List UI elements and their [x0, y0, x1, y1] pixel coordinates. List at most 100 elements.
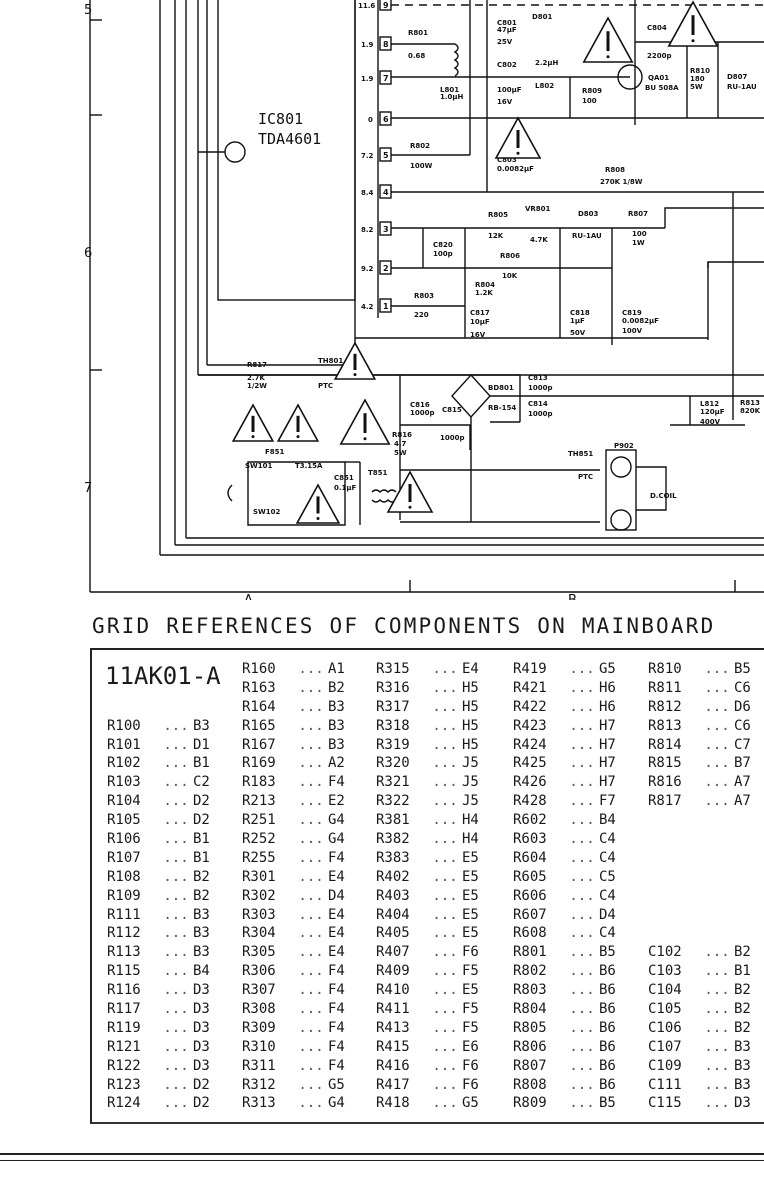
grid-row-labels: 5 6 7 A B	[84, 3, 577, 600]
grid-ref: H5	[462, 736, 479, 753]
pin-number: 7	[383, 74, 389, 83]
component-ref: R423	[513, 717, 547, 734]
leader-dots: ...	[704, 717, 730, 734]
pin-number: 8	[383, 40, 389, 49]
table-row: R413...F5	[376, 1019, 492, 1038]
warning-triangle-icon	[667, 0, 719, 47]
component-ref: R605	[513, 868, 547, 885]
component-ref: R318	[376, 717, 410, 734]
leader-dots: ...	[569, 679, 595, 696]
table-row: R603...C4	[513, 830, 629, 849]
component-ref: R163	[242, 679, 276, 696]
leader-dots	[159, 660, 193, 679]
grid-ref: J5	[462, 774, 479, 791]
component-ref: C104	[648, 982, 682, 999]
table-row: R816...A7	[648, 773, 764, 792]
grid-ref: D2	[193, 793, 210, 810]
component-ref: R811	[648, 679, 682, 696]
leader-dots: ...	[432, 982, 458, 999]
grid-ref: C7	[734, 736, 751, 753]
leader-dots	[700, 906, 734, 925]
leader-dots: ...	[298, 868, 324, 885]
grid-ref: E5	[462, 906, 479, 923]
table-row: R418...G5	[376, 1094, 492, 1113]
component-label: 1000p	[528, 384, 553, 392]
leader-dots: ...	[163, 1095, 189, 1112]
grid-ref: F5	[462, 1001, 479, 1018]
leader-dots: ...	[298, 812, 324, 829]
component-ref: R381	[376, 812, 410, 829]
component-ref: C103	[648, 963, 682, 980]
table-row: R116...D3	[107, 981, 223, 1000]
leader-dots: ...	[163, 717, 189, 734]
component-label: L812	[700, 400, 719, 408]
grid-ref: B3	[734, 1038, 751, 1055]
component-ref: R123	[107, 1076, 141, 1093]
grid-ref: B1	[734, 963, 751, 980]
component-ref: R419	[513, 661, 547, 677]
pin-voltage: 8.4	[361, 189, 374, 197]
component-label: 12K	[488, 232, 504, 240]
component-ref: R317	[376, 698, 410, 715]
table-row: R169...A2	[242, 754, 358, 773]
component-ref	[107, 660, 159, 679]
leader-dots: ...	[569, 849, 595, 866]
leader-dots: ...	[163, 982, 189, 999]
table-row: R311...F4	[242, 1057, 358, 1076]
component-ref: C111	[648, 1076, 682, 1093]
table-row: R807...B6	[513, 1057, 629, 1076]
leader-dots: ...	[298, 1038, 324, 1055]
grid-ref: F6	[462, 1057, 479, 1074]
table-row: R160...A1	[242, 660, 358, 679]
leader-dots: ...	[298, 849, 324, 866]
component-ref: R417	[376, 1076, 410, 1093]
grid-ref: H7	[599, 717, 616, 734]
component-label: L801	[440, 86, 459, 94]
leader-dots	[700, 924, 734, 943]
leader-dots: ...	[704, 963, 730, 980]
component-ref: R105	[107, 812, 141, 829]
grid-ref: B5	[734, 661, 751, 677]
schematic-diagram: 5 6 7 A B IC801 TDA4601 9 8 7 6 5 4 3 2 …	[84, 0, 764, 600]
component-ref: R167	[242, 736, 276, 753]
component-ref: R106	[107, 831, 141, 848]
table-row: R409...F5	[376, 962, 492, 981]
table-row: R107...B1	[107, 849, 223, 868]
table-row: R318...H5	[376, 717, 492, 736]
table-row: R115...B4	[107, 962, 223, 981]
component-ref: R426	[513, 774, 547, 791]
table-row: R425...H7	[513, 754, 629, 773]
component-label: 2200p	[647, 52, 672, 60]
leader-dots: ...	[569, 812, 595, 829]
leader-dots: ...	[298, 887, 324, 904]
leader-dots: ...	[163, 944, 189, 961]
leader-dots: ...	[569, 1095, 595, 1112]
component-ref: R804	[513, 1001, 547, 1018]
component-ref: R122	[107, 1057, 141, 1074]
grid-ref: G4	[328, 831, 345, 848]
grid-ref: B1	[193, 755, 210, 772]
table-row: R806...B6	[513, 1038, 629, 1057]
component-ref: R321	[376, 774, 410, 791]
grid-ref: E4	[462, 661, 479, 677]
grid-ref: B6	[599, 982, 616, 999]
leader-dots: ...	[298, 717, 324, 734]
grid-ref	[734, 830, 764, 849]
leader-dots	[159, 679, 193, 698]
component-ref: R808	[513, 1076, 547, 1093]
leader-dots: ...	[432, 1057, 458, 1074]
component-ref: C102	[648, 944, 682, 961]
grid-ref: G4	[328, 812, 345, 829]
leader-dots: ...	[432, 849, 458, 866]
grid-ref: B3	[328, 717, 345, 734]
component-label: T3.15A	[295, 462, 323, 470]
leader-dots: ...	[704, 736, 730, 753]
component-ref: R409	[376, 963, 410, 980]
leader-dots: ...	[569, 1076, 595, 1093]
grid-ref: F5	[462, 1019, 479, 1036]
leader-dots: ...	[163, 925, 189, 942]
grid-ref: B2	[193, 868, 210, 885]
component-ref: R116	[107, 982, 141, 999]
